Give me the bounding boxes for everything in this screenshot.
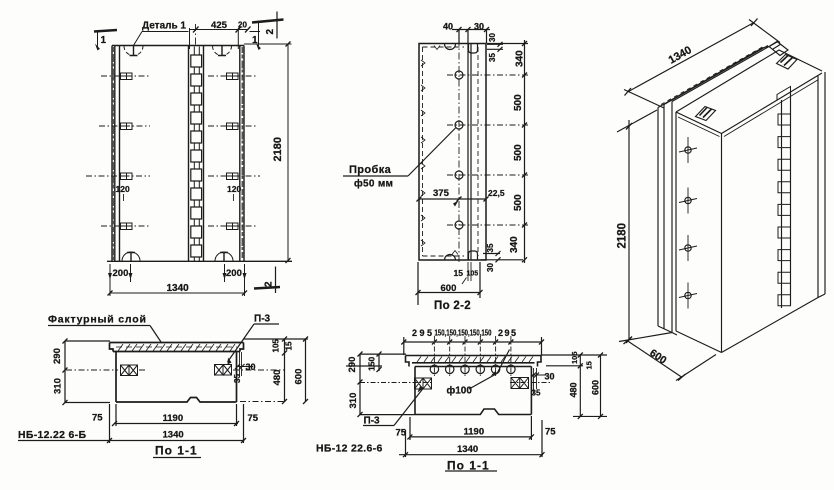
svg-text:120: 120: [227, 184, 241, 194]
svg-text:295: 295: [498, 328, 516, 338]
svg-text:1: 1: [252, 35, 258, 46]
svg-text:75: 75: [248, 413, 259, 424]
svg-text:2: 2: [264, 281, 275, 287]
svg-text:По 1-1: По 1-1: [155, 444, 198, 458]
svg-text:30: 30: [486, 263, 495, 272]
svg-text:П-3: П-3: [364, 416, 381, 427]
svg-text:30: 30: [488, 33, 497, 42]
svg-text:2180: 2180: [617, 223, 629, 249]
svg-text:75: 75: [92, 413, 103, 424]
svg-text:340: 340: [515, 50, 526, 67]
svg-text:35: 35: [233, 374, 242, 383]
svg-text:40: 40: [443, 22, 453, 32]
svg-text:600: 600: [591, 380, 601, 395]
svg-text:295: 295: [412, 328, 432, 338]
svg-text:75: 75: [545, 427, 556, 438]
svg-text:Фактурный слой: Фактурный слой: [48, 314, 147, 326]
svg-text:15: 15: [585, 361, 594, 369]
svg-text:По 2-2: По 2-2: [434, 300, 471, 312]
svg-text:1340: 1340: [163, 430, 184, 441]
svg-text:600: 600: [441, 283, 457, 294]
svg-text:30: 30: [474, 22, 484, 32]
svg-text:НБ-12.22 6-Б: НБ-12.22 6-Б: [18, 429, 86, 441]
svg-text:480: 480: [569, 382, 579, 397]
svg-text:ф50 мм: ф50 мм: [354, 178, 393, 190]
svg-text:Деталь 1: Деталь 1: [142, 20, 186, 32]
svg-text:150: 150: [367, 357, 377, 371]
svg-text:1340: 1340: [167, 283, 190, 294]
svg-text:2180: 2180: [272, 137, 284, 161]
svg-text:35: 35: [486, 243, 495, 252]
svg-text:20: 20: [238, 21, 247, 30]
svg-text:500: 500: [513, 194, 524, 211]
svg-text:1190: 1190: [163, 413, 184, 424]
svg-text:2: 2: [265, 29, 276, 35]
svg-text:500: 500: [513, 94, 524, 111]
svg-text:105: 105: [467, 271, 479, 278]
svg-text:290: 290: [52, 348, 63, 364]
svg-text:105: 105: [570, 351, 579, 364]
svg-text:15: 15: [454, 268, 464, 278]
svg-text:200: 200: [226, 268, 242, 279]
svg-text:1: 1: [101, 35, 107, 46]
svg-text:375: 375: [433, 188, 450, 199]
svg-text:ф100: ф100: [447, 385, 473, 397]
svg-text:105: 105: [272, 339, 281, 353]
svg-text:290: 290: [347, 357, 358, 373]
svg-text:310: 310: [348, 393, 359, 409]
svg-text:75: 75: [396, 428, 407, 439]
svg-text:480: 480: [272, 370, 283, 386]
svg-text:1340: 1340: [457, 444, 478, 455]
svg-text:310: 310: [53, 378, 64, 394]
svg-text:22,5: 22,5: [488, 188, 505, 198]
svg-text:340: 340: [509, 236, 520, 253]
svg-text:200: 200: [113, 268, 129, 279]
svg-text:30: 30: [545, 372, 555, 382]
svg-text:30: 30: [246, 362, 256, 372]
svg-text:425: 425: [211, 20, 228, 31]
svg-text:Пробка: Пробка: [349, 164, 392, 176]
svg-text:НБ-12 22.6-6: НБ-12 22.6-6: [316, 443, 383, 455]
svg-text:600: 600: [294, 369, 305, 385]
svg-text:120: 120: [116, 184, 130, 194]
svg-text:По 1-1: По 1-1: [447, 459, 490, 473]
svg-text:35: 35: [532, 389, 541, 398]
svg-text:500: 500: [513, 144, 524, 161]
svg-text:П-3: П-3: [254, 314, 271, 325]
svg-text:150,150,150,150,150: 150,150,150,150,150: [435, 329, 492, 338]
svg-text:1190: 1190: [464, 427, 485, 438]
svg-text:35: 35: [488, 53, 497, 62]
svg-text:15: 15: [285, 341, 294, 350]
